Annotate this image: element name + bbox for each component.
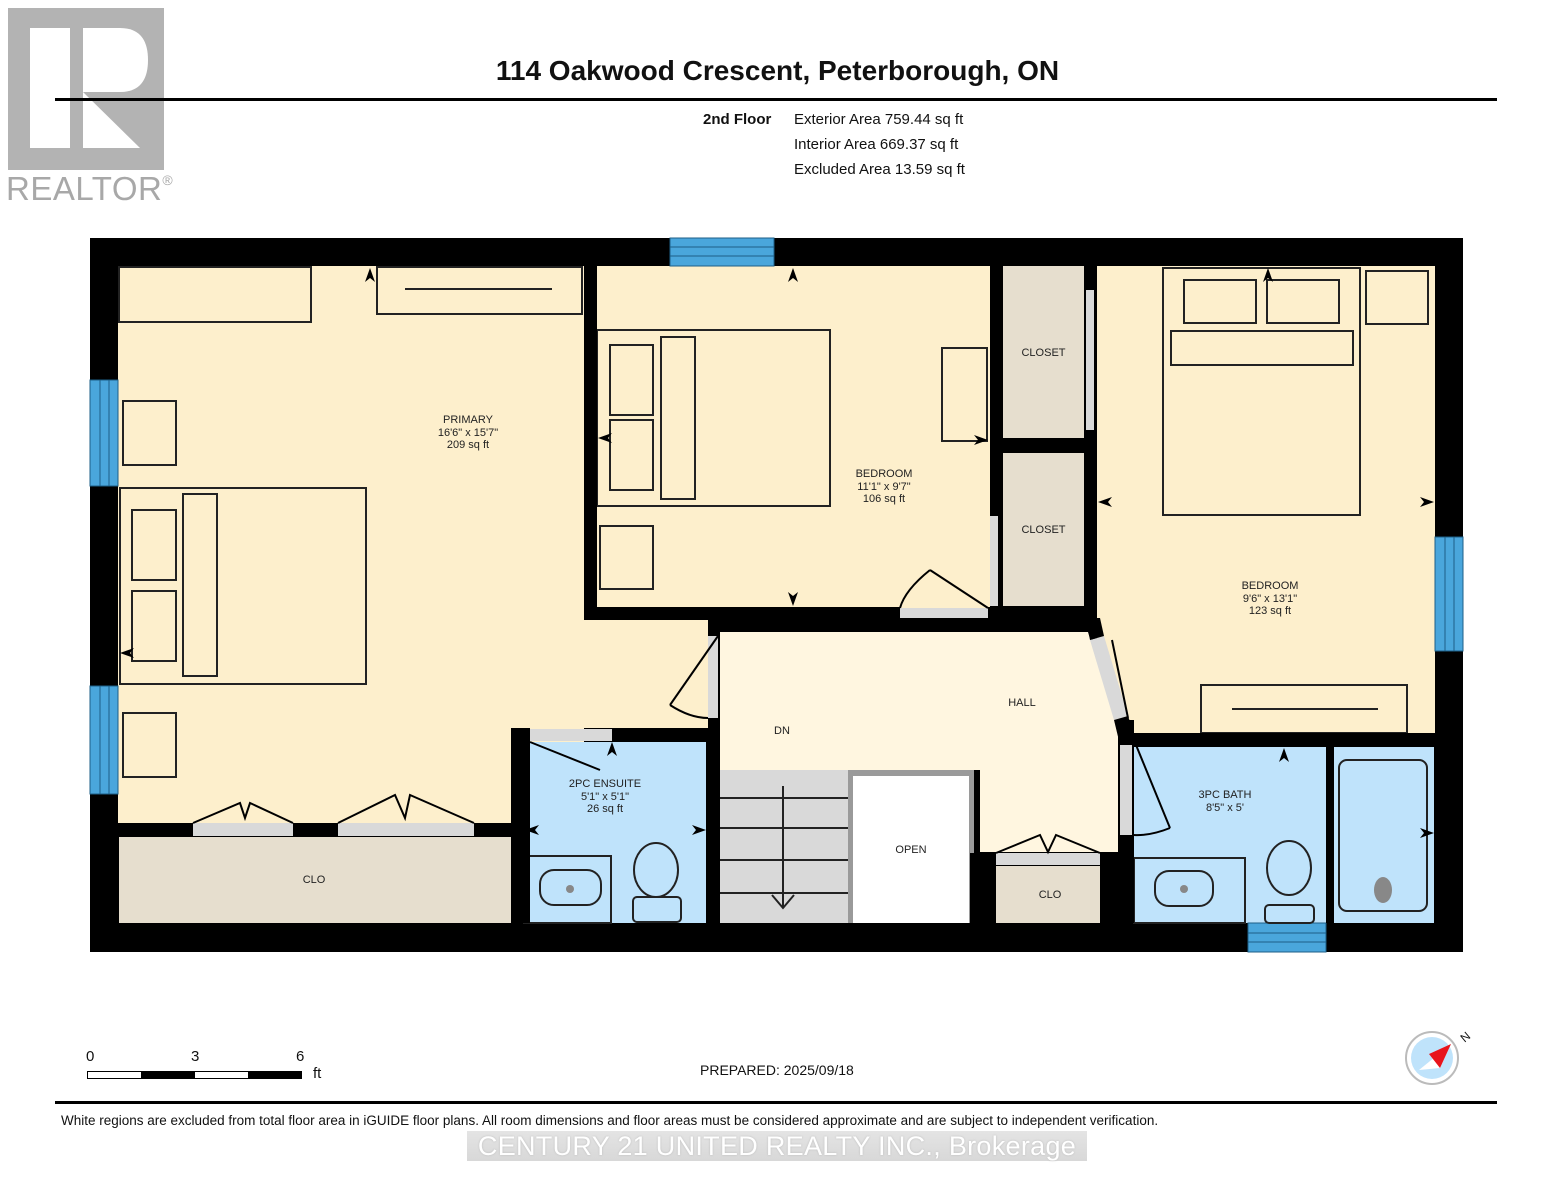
page-title: 114 Oakwood Crescent, Peterborough, ON [495, 55, 1060, 86]
fixtures [566, 877, 1392, 903]
bedroom-3-room [1097, 266, 1435, 733]
compass-icon: N [1405, 1029, 1475, 1095]
scale-tick-6: 6 [296, 1048, 305, 1065]
doors [192, 569, 1171, 855]
open-area [853, 776, 969, 923]
room-label-closet-2: CLOSET [1021, 524, 1066, 536]
disclaimer: White regions are excluded from total fl… [61, 1113, 1159, 1128]
room-label-stairs-down: DN [774, 725, 790, 737]
interior-walls [118, 266, 1435, 923]
scale-tick-3: 3 [191, 1048, 200, 1065]
floorplan [89, 237, 1464, 953]
realtor-logo-text: REALTOR® [6, 170, 174, 207]
realtor-logo-mark [8, 8, 164, 170]
exterior-area: Exterior Area 759.44 sq ft [794, 111, 964, 128]
closet-2 [1003, 453, 1084, 606]
primary-closet [119, 837, 511, 923]
room-label-open: OPEN [895, 844, 927, 856]
room-label-closet-1: CLOSET [1021, 347, 1066, 359]
scale-unit: ft [313, 1065, 322, 1082]
ensuite-room [524, 742, 706, 923]
excluded-area: Excluded Area 13.59 sq ft [794, 161, 965, 178]
primary-room [118, 266, 708, 823]
windows [89, 237, 1464, 953]
brokerage-watermark: CENTURY 21 UNITED REALTY INC., Brokerage [467, 1131, 1087, 1161]
hall-room [720, 632, 1118, 852]
bedroom-2-room [597, 266, 990, 608]
interior-area: Interior Area 669.37 sq ft [794, 136, 959, 153]
scale-tick-0: 0 [86, 1048, 95, 1065]
room-label-hall-closet: CLO [1038, 889, 1062, 901]
floor-label: 2nd Floor [703, 111, 772, 128]
closet-1 [1003, 266, 1084, 438]
scale-bar-graphic [87, 1071, 302, 1079]
header-divider [55, 98, 1497, 101]
room-label-hall: HALL [1008, 697, 1036, 709]
prepared-date: PREPARED: 2025/09/18 [700, 1062, 854, 1078]
room-label-primary-closet: CLO [302, 874, 326, 886]
hall-closet [983, 866, 1120, 923]
direction-markers [120, 268, 1434, 838]
footer-divider [55, 1101, 1497, 1104]
